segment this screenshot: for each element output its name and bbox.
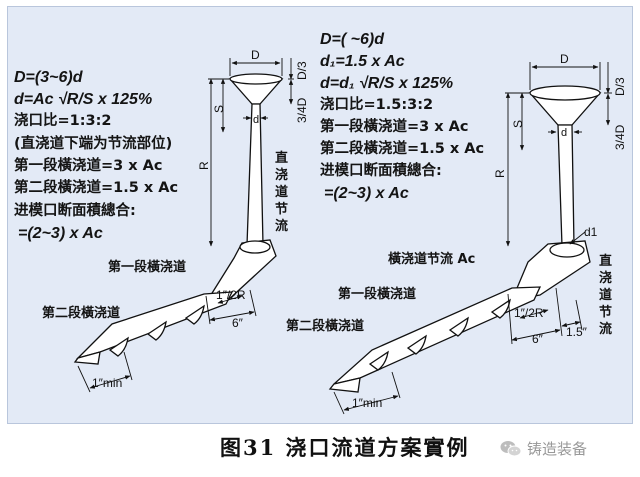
left-pouring-cup [228,73,284,105]
right-formula-7: 进模口断面積總合: [320,163,442,179]
left-dim-R: R [197,161,211,170]
right-dim-six: 6″ [532,332,543,346]
right-dim-D: D [560,52,569,66]
right-formula-2: d₁=1.5 x Ac [320,53,405,70]
left-formula-7: 进模口断面積總合: [14,203,136,219]
left-dim-D3: D/3 [295,61,309,80]
left-dim-r2: 1″/2R [216,288,246,302]
left-formula-4: (直浇道下端为节流部位) [14,136,173,152]
right-dim-d1: d1 [584,225,598,239]
right-label-runner2: 第二段橫浇道 [286,319,365,334]
wechat-icon [500,440,522,456]
right-formula-6: 第二段橫浇道=1.5 x Ac [320,141,485,157]
right-dim-S: S [511,119,525,128]
right-dim-D34: 3/4D [613,124,627,150]
diagram-panel [7,6,633,424]
right-sprue [557,124,575,247]
left-formula-5: 第一段橫浇道=3 x Ac [14,158,163,174]
brand: 铸造装备 [500,438,587,459]
right-dim-d: d [561,127,568,139]
right-dim-D3: D/3 [613,77,627,96]
left-formula-1: D=(3~6)d [14,69,83,86]
left-formula-3: 浇口比=1:3:2 [14,113,112,129]
figure-caption: 图31 浇口流道方案實例 [220,435,470,460]
left-label-runner1: 第一段橫浇道 [108,260,187,275]
right-formula-1: D=( ~6)d [320,31,385,48]
left-formula-6: 第二段橫浇道=1.5 x Ac [14,180,179,196]
left-formula-2: d=Ac √R/S x 125% [14,91,153,108]
right-label-runner1: 第一段橫浇道 [338,287,417,302]
right-label-sprue-choke: 直浇道节流 [598,254,612,337]
right-formula-3: d=d₁ √R/S x 125% [320,75,454,92]
right-runner-end [328,377,361,393]
right-formula-8: =(2~3) x Ac [324,185,409,202]
left-dim-D34: 3/4D [295,97,309,123]
left-dim-six: 6″ [232,316,243,330]
left-runner-second [75,291,234,360]
right-formula-4: 浇口比=1.5:3:2 [320,97,434,113]
left-label-runner2: 第二段橫浇道 [42,306,121,321]
left-label-sprue-choke: 直浇道节流 [274,151,288,234]
left-dim-D: D [251,48,260,62]
left-dim-S: S [212,104,226,113]
right-pouring-cup [528,85,602,126]
brand-text: 铸造装备 [527,440,588,458]
right-label-runner-choke: 橫浇道节流 Ac [388,252,476,267]
right-dim-R: R [493,169,507,178]
left-dim-d: d [253,114,260,126]
right-dim-min: 1″min [352,396,383,410]
left-formula-8: =(2~3) x Ac [18,225,103,242]
left-dim-min: 1″min [92,376,123,390]
right-dim-r2: 1″/2R [514,306,544,320]
left-runner-end [73,351,101,365]
right-formula-5: 第一段橫浇道=3 x Ac [320,119,469,135]
right-dim-onefive: 1.5″ [566,325,587,339]
